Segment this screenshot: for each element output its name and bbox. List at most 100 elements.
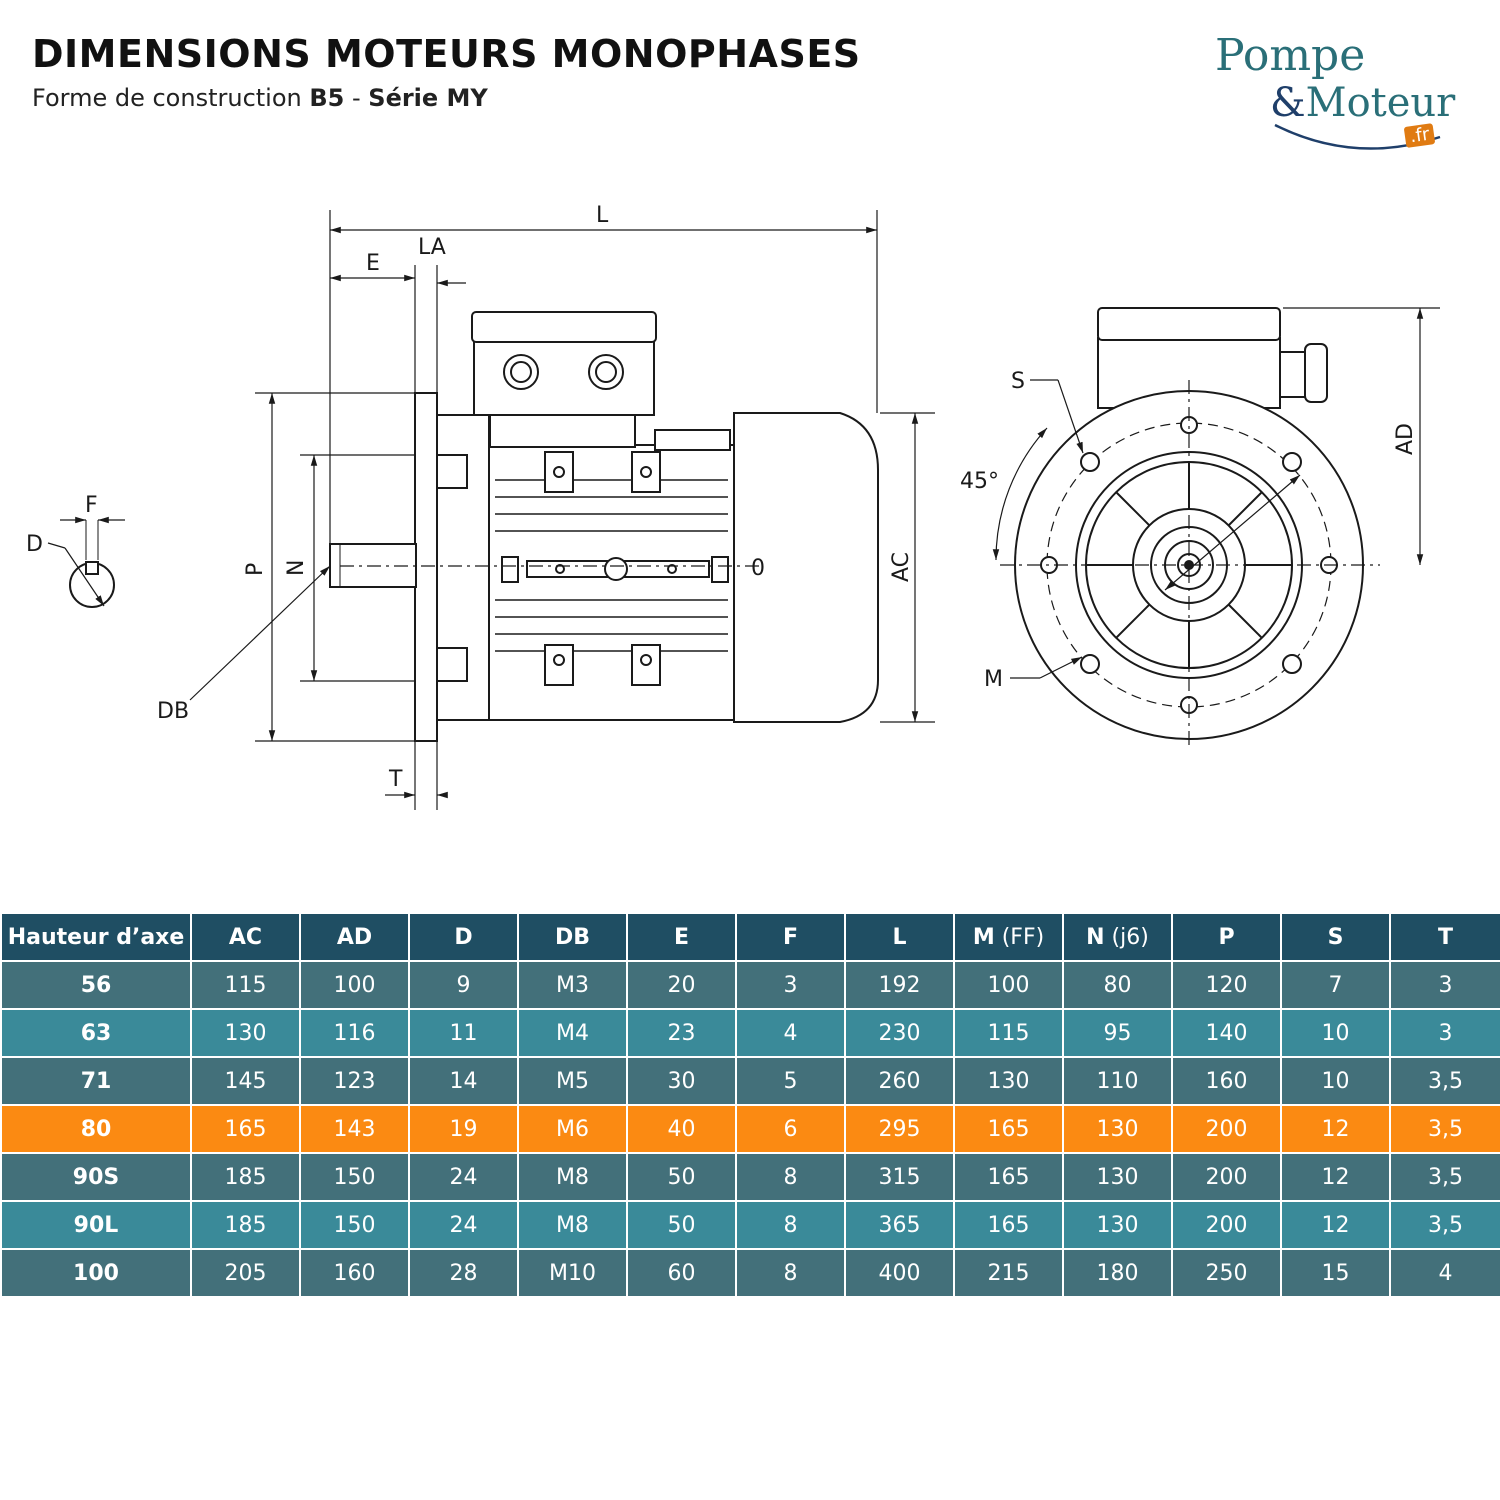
column-header-label: M	[972, 924, 995, 950]
table-cell: 95	[1062, 1008, 1173, 1058]
table-cell: 9	[408, 960, 519, 1010]
table-cell: 3,5	[1389, 1056, 1500, 1106]
label-DB: DB	[157, 699, 189, 724]
table-cell: 110	[1062, 1056, 1173, 1106]
table-cell: 28	[408, 1248, 519, 1298]
row-axis-height: 63	[0, 1008, 192, 1058]
table-cell: 120	[1171, 960, 1282, 1010]
row-axis-height: 100	[0, 1248, 192, 1298]
table-cell: 165	[953, 1152, 1064, 1202]
table-cell: 123	[299, 1056, 410, 1106]
table-cell: 5	[735, 1056, 846, 1106]
table-cell: 200	[1171, 1152, 1282, 1202]
subtitle-series: Série MY	[368, 84, 488, 112]
column-header-label: D	[454, 924, 473, 950]
table-cell: 100	[299, 960, 410, 1010]
column-header: E	[626, 912, 737, 962]
table-cell: 3	[1389, 1008, 1500, 1058]
table-cell: 400	[844, 1248, 955, 1298]
column-header: M (FF)	[953, 912, 1064, 962]
table-cell: 23	[626, 1008, 737, 1058]
table-cell: 4	[735, 1008, 846, 1058]
page-title: DIMENSIONS MOTEURS MONOPHASES	[32, 32, 861, 76]
row-axis-height: 71	[0, 1056, 192, 1106]
label-T: T	[388, 767, 403, 792]
table-cell: 40	[626, 1104, 737, 1154]
table-cell: 8	[735, 1200, 846, 1250]
table-cell: 50	[626, 1152, 737, 1202]
table-cell: 160	[299, 1248, 410, 1298]
table-cell: 7	[1280, 960, 1391, 1010]
label-S: S	[1011, 369, 1025, 394]
table-cell: 185	[190, 1200, 301, 1250]
table-cell: 205	[190, 1248, 301, 1298]
table-cell: 215	[953, 1248, 1064, 1298]
column-header-label: S	[1327, 924, 1344, 950]
subtitle-prefix: Forme de construction	[32, 84, 310, 112]
table-cell: 160	[1171, 1056, 1282, 1106]
table-cell: 165	[953, 1200, 1064, 1250]
column-header: T	[1389, 912, 1500, 962]
table-cell: 3,5	[1389, 1152, 1500, 1202]
table-cell: 15	[1280, 1248, 1391, 1298]
table-cell: 10	[1280, 1008, 1391, 1058]
shaft-key-section	[47, 516, 125, 608]
table-cell: 130	[1062, 1152, 1173, 1202]
label-F: F	[85, 493, 98, 518]
column-header-label: P	[1218, 924, 1235, 950]
column-header-label: DB	[554, 924, 591, 950]
table-cell: 150	[299, 1152, 410, 1202]
column-header-suffix: (j6)	[1104, 924, 1149, 950]
table-cell: 20	[626, 960, 737, 1010]
label-M: M	[984, 667, 1003, 692]
column-header-label: F	[782, 924, 799, 950]
column-header-label: N	[1086, 924, 1105, 950]
table-cell: 3,5	[1389, 1104, 1500, 1154]
table-cell: 143	[299, 1104, 410, 1154]
row-axis-height: 90L	[0, 1200, 192, 1250]
table-cell: 140	[1171, 1008, 1282, 1058]
table-cell: 192	[844, 960, 955, 1010]
column-header-label: AD	[336, 924, 373, 950]
table-cell: M8	[517, 1200, 628, 1250]
label-P: P	[243, 563, 268, 576]
table-cell: 3	[1389, 960, 1500, 1010]
column-header: F	[735, 912, 846, 962]
column-header-label: T	[1437, 924, 1453, 950]
side-view-dimensions	[189, 210, 935, 810]
table-cell: 250	[1171, 1248, 1282, 1298]
table-cell: M4	[517, 1008, 628, 1058]
table-cell: M3	[517, 960, 628, 1010]
table-cell: 145	[190, 1056, 301, 1106]
table-cell: 230	[844, 1008, 955, 1058]
table-cell: 165	[953, 1104, 1064, 1154]
column-header: Hauteur d’axe	[0, 912, 192, 962]
table-cell: M10	[517, 1248, 628, 1298]
table-cell: 130	[190, 1008, 301, 1058]
table-cell: M8	[517, 1152, 628, 1202]
table-cell: 12	[1280, 1200, 1391, 1250]
column-header: DB	[517, 912, 628, 962]
table-cell: 150	[299, 1200, 410, 1250]
page-subtitle: Forme de construction B5 - Série MY	[32, 84, 488, 112]
table-cell: 30	[626, 1056, 737, 1106]
column-header: N (j6)	[1062, 912, 1173, 962]
row-axis-height: 90S	[0, 1152, 192, 1202]
label-E: E	[366, 251, 380, 276]
cooling-fins	[495, 479, 728, 652]
table-cell: 50	[626, 1200, 737, 1250]
table-cell: 19	[408, 1104, 519, 1154]
table-cell: 8	[735, 1248, 846, 1298]
table-cell: 60	[626, 1248, 737, 1298]
front-view-dimensions	[992, 307, 1440, 750]
column-header: L	[844, 912, 955, 962]
column-header-label: AC	[228, 924, 263, 950]
logo-word-pompe: Pompe	[1215, 30, 1366, 81]
